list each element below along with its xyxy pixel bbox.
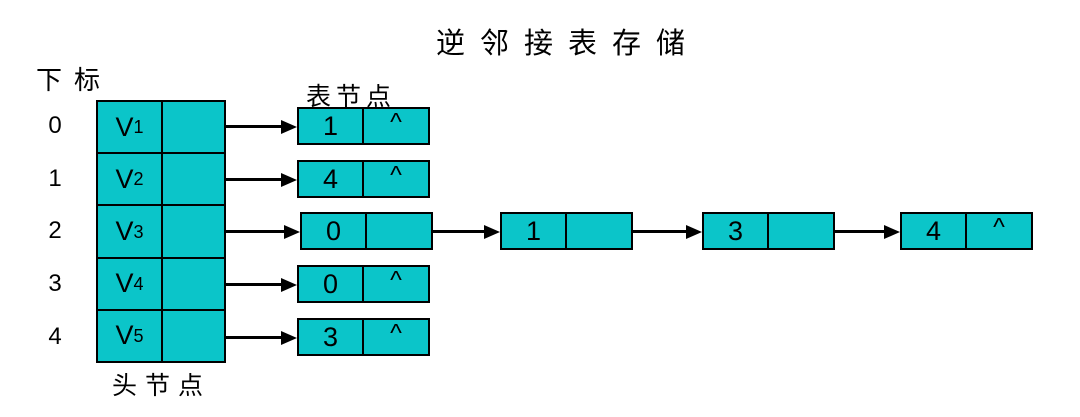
vertex-label: V (115, 111, 134, 142)
list-node: 3 ^ (297, 318, 430, 356)
vertex-label: V (115, 216, 134, 246)
node-next-cell: ^ (390, 265, 402, 294)
node-next-cell (367, 214, 431, 248)
index-label-2: 2 (48, 217, 62, 245)
next-arrow (835, 224, 900, 239)
head-pointer-cell (163, 102, 224, 152)
next-arrow (633, 224, 702, 239)
index-label-3: 3 (48, 270, 62, 298)
next-arrow (433, 224, 500, 239)
head-pointer-cell (163, 259, 224, 309)
index-label-1: 1 (48, 164, 62, 192)
node-data-cell: 3 (704, 214, 769, 248)
node-next-cell: ^ (390, 318, 402, 347)
node-data-cell: 4 (902, 214, 967, 248)
pointer-arrow (226, 277, 297, 292)
head-node-caption: 头节点 (112, 371, 212, 400)
node-next-cell (769, 214, 833, 248)
node-data-cell: 4 (299, 162, 364, 196)
index-label-0: 0 (48, 112, 62, 140)
list-node: 1 (500, 212, 633, 250)
head-pointer-cell (163, 206, 224, 256)
pointer-arrow (226, 330, 297, 345)
list-node: 3 (702, 212, 835, 250)
node-next-cell: ^ (390, 160, 402, 189)
list-node: 1 ^ (297, 107, 430, 145)
pointer-arrow (226, 119, 297, 134)
head-pointer-cell (163, 154, 224, 204)
node-data-cell: 1 (502, 214, 567, 248)
index-label-4: 4 (48, 322, 62, 350)
pointer-arrow (226, 172, 297, 187)
index-column: 0 1 2 3 4 (40, 100, 70, 363)
list-node: 4 ^ (900, 212, 1033, 250)
node-data-cell: 0 (302, 214, 367, 248)
list-node: 0 ^ (297, 265, 430, 303)
node-data-cell: 3 (299, 320, 364, 354)
index-header-label: 下标 (36, 66, 113, 96)
node-data-cell: 1 (299, 109, 364, 143)
node-next-cell: ^ (390, 107, 402, 136)
head-pointer-cell (163, 311, 224, 361)
node-data-cell: 0 (299, 267, 364, 301)
vertex-label: V (115, 320, 134, 351)
node-next-cell: ^ (993, 212, 1005, 241)
list-node: 0 (300, 212, 433, 250)
list-node-header-label: 表节点 (306, 82, 397, 111)
diagram-title: 逆邻接表存储 (435, 26, 700, 60)
pointer-arrow (226, 224, 300, 239)
list-node: 4 ^ (297, 160, 430, 198)
vertex-label: V (115, 163, 134, 194)
vertex-label: V (115, 268, 134, 299)
node-next-cell (567, 214, 631, 248)
